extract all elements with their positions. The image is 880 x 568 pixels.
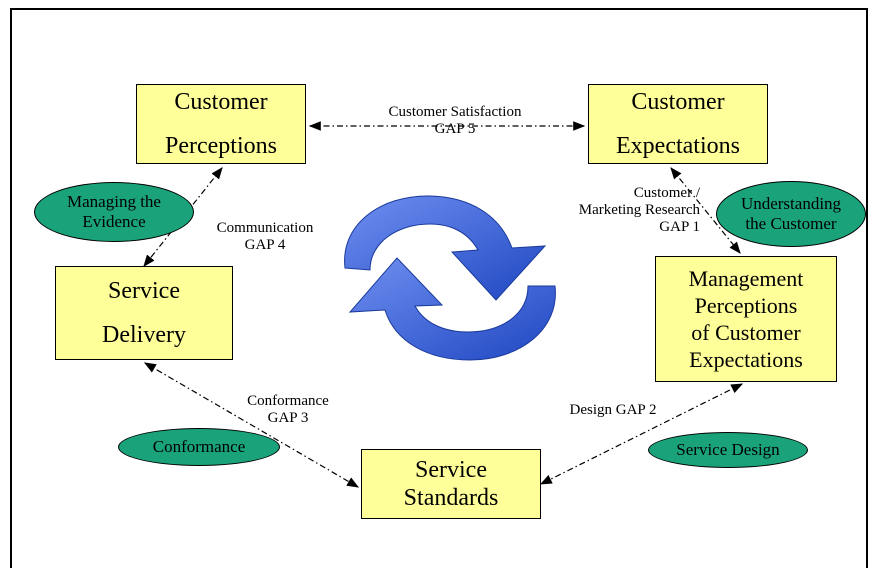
gap-line: Conformance	[247, 393, 329, 409]
box-line: Service	[415, 457, 487, 483]
box-line: Customer	[174, 89, 268, 115]
box-line: Delivery	[102, 322, 186, 348]
box-line: Management	[688, 266, 804, 291]
gap-line: GAP 4	[244, 237, 286, 253]
customer-expectations-box: Customer Expectations	[588, 84, 768, 164]
gap4-connector	[143, 167, 223, 267]
box-line: of Customer	[691, 320, 801, 345]
gap-line: Design GAP 2	[569, 402, 657, 418]
gap-line: Customer Satisfaction	[388, 104, 522, 120]
gap3-connector	[143, 362, 360, 488]
service-standards-box: Service Standards	[361, 449, 541, 519]
gap3-label: Conformance GAP 3	[228, 393, 348, 427]
circular-arrows-icon	[344, 195, 556, 361]
diagram-frame	[10, 8, 868, 568]
service-design-ellipse: Service Design	[648, 432, 808, 468]
box-line: Service	[108, 278, 180, 304]
gap-line: Customer /	[633, 185, 700, 201]
management-perceptions-box: Management Perceptions of Customer Expec…	[655, 256, 837, 382]
customer-perceptions-box: Customer Perceptions	[136, 84, 306, 164]
gap-line: Communication	[216, 220, 314, 236]
gap2-label: Design GAP 2	[548, 402, 678, 419]
box-line: Expectations	[616, 133, 740, 159]
understanding-customer-ellipse: Understanding the Customer	[716, 181, 866, 247]
box-line: Perceptions	[694, 293, 798, 318]
gap-line: Marketing Research	[578, 202, 700, 218]
managing-evidence-ellipse: Managing the Evidence	[34, 182, 194, 242]
gap2-connector	[539, 383, 744, 485]
box-line: Perceptions	[165, 133, 277, 159]
box-line: Expectations	[689, 347, 803, 372]
ellipse-line: Conformance	[152, 437, 246, 456]
service-delivery-box: Service Delivery	[55, 266, 233, 360]
ellipse-line: Understanding	[740, 194, 842, 213]
ellipse-line: Evidence	[82, 212, 146, 231]
gap1-connector	[670, 167, 741, 254]
gap-line: GAP 3	[267, 410, 309, 426]
ellipse-line: Service Design	[676, 440, 780, 459]
gap1-label: Customer / Marketing Research GAP 1	[532, 185, 700, 236]
box-line: Customer	[631, 89, 725, 115]
box-line: Standards	[403, 485, 499, 511]
gap4-label: Communication GAP 4	[200, 220, 330, 254]
gap5-label: Customer Satisfaction GAP 5	[360, 104, 550, 138]
conformance-ellipse: Conformance	[118, 428, 280, 466]
gap-line: GAP 1	[659, 219, 700, 235]
ellipse-line: Managing the	[67, 192, 161, 211]
gap-line: GAP 5	[434, 121, 476, 137]
ellipse-line: the Customer	[745, 214, 837, 233]
